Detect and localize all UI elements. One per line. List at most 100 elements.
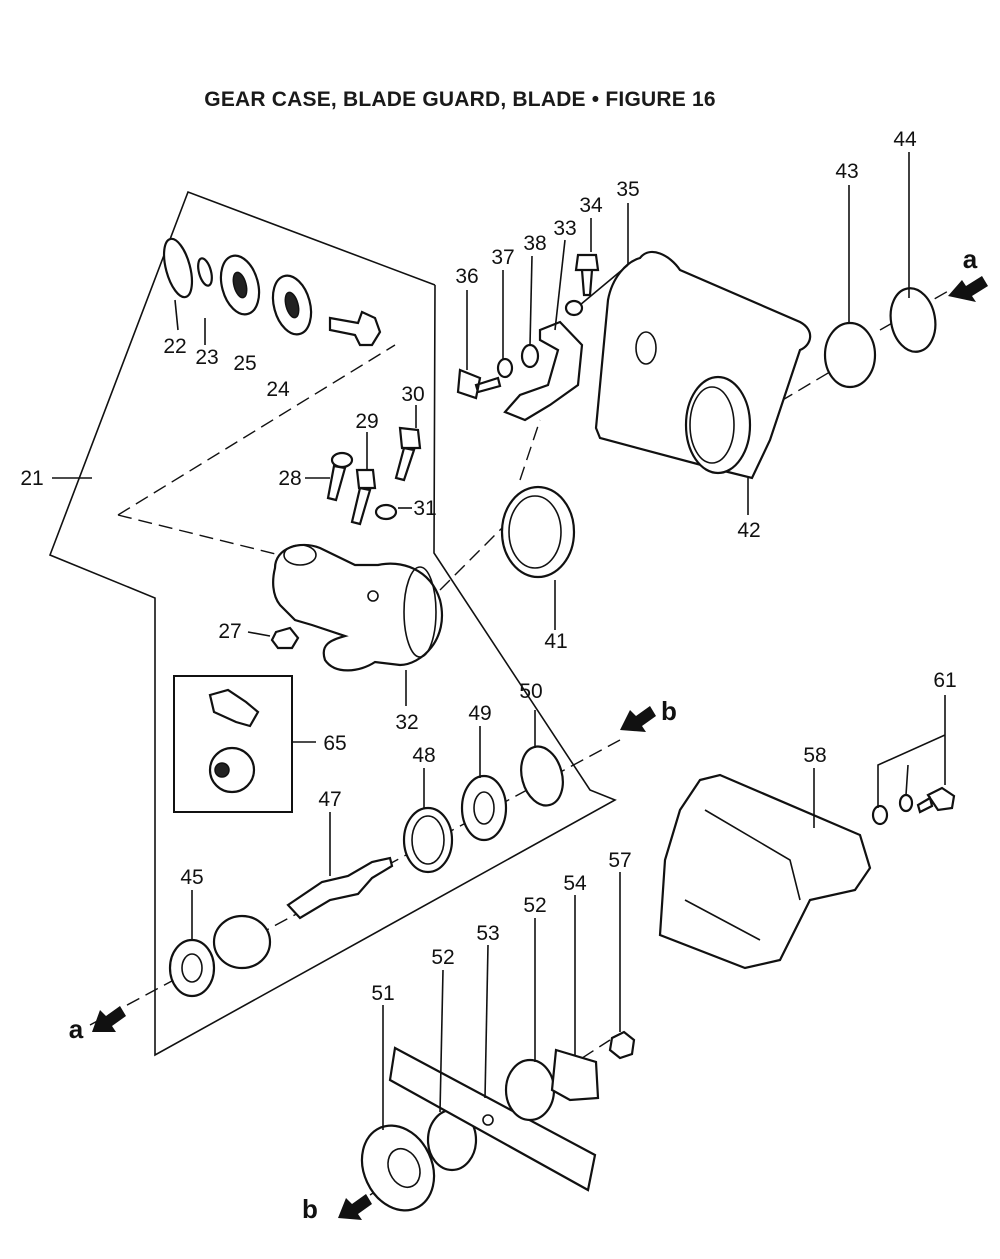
part-61-bolt — [916, 786, 956, 814]
label-32: 32 — [395, 711, 418, 734]
part-51-holder — [360, 1124, 436, 1212]
label-41: 41 — [544, 630, 567, 653]
leader-61 — [877, 695, 946, 808]
label-23: 23 — [195, 346, 218, 369]
part-38-washer — [520, 343, 540, 369]
part-43-o-ring — [823, 321, 877, 389]
part-31-washer — [374, 503, 398, 521]
label-31: 31 — [413, 497, 436, 520]
arrow-b-bottom-icon — [338, 1194, 372, 1220]
part-48-seal-inner — [411, 815, 445, 865]
ref-b-mid: b — [661, 696, 677, 726]
part-22-snap-ring — [162, 237, 194, 299]
part-41-seal-ring — [500, 485, 576, 579]
ref-a-bottom: a — [69, 1014, 84, 1044]
label-44: 44 — [893, 128, 917, 151]
part-54-cover — [550, 1048, 600, 1102]
label-27: 27 — [218, 620, 241, 643]
part-47-shaft — [286, 856, 394, 920]
part-23-washer — [197, 257, 213, 287]
label-52-lower: 52 — [431, 946, 454, 969]
part-57-nut — [608, 1030, 636, 1060]
part-45-bearing-inner — [181, 953, 203, 983]
label-58: 58 — [803, 744, 826, 767]
label-51: 51 — [371, 982, 394, 1005]
guard-58-rib — [684, 809, 801, 941]
label-47: 47 — [318, 788, 341, 811]
part-42-blade-guard — [594, 251, 812, 480]
part-51-holder-inner — [387, 1147, 421, 1189]
gear-case-boss — [283, 544, 317, 566]
ref-b-bottom: b — [302, 1194, 318, 1224]
part-61-lockwasher — [898, 793, 914, 813]
part-24-bearing-inner — [284, 291, 300, 319]
label-33: 33 — [553, 217, 576, 240]
label-50: 50 — [519, 680, 542, 703]
part-36-wing-bolt — [456, 368, 502, 400]
bevel-gear — [212, 914, 272, 970]
label-61: 61 — [933, 669, 956, 692]
pinion-gear — [328, 310, 382, 347]
part-35-washer — [564, 299, 584, 317]
part-58-lower-guard — [658, 773, 872, 970]
label-25: 25 — [233, 352, 256, 375]
label-48: 48 — [412, 744, 435, 767]
axis-line-guard — [439, 419, 541, 591]
axis-line-main — [117, 514, 301, 561]
part-45-bearing — [168, 938, 216, 998]
kit-gear — [208, 746, 256, 794]
part-33-bracket — [503, 320, 584, 422]
assembly-21-outline — [48, 190, 617, 1057]
leader-lines — [174, 152, 910, 1130]
guard-bore-outer — [684, 375, 752, 475]
part-49-bearing — [460, 774, 508, 842]
label-28: 28 — [278, 467, 301, 490]
label-38: 38 — [523, 232, 546, 255]
guard-boss — [635, 331, 657, 365]
arrow-a-bottom-icon — [92, 1006, 126, 1032]
part-50-circlip — [520, 745, 564, 807]
kit-pinion — [208, 688, 260, 728]
part-28-bolt — [326, 451, 354, 502]
label-37: 37 — [491, 246, 514, 269]
blade-hole — [482, 1114, 494, 1126]
label-49: 49 — [468, 702, 491, 725]
part-25-bearing-inner — [232, 271, 248, 299]
figure-title: GEAR CASE, BLADE GUARD, BLADE • FIGURE 1… — [204, 88, 716, 111]
arrow-a-top-icon — [948, 276, 988, 302]
label-52-upper: 52 — [523, 894, 546, 917]
part-29-bolt — [350, 468, 377, 526]
guard-bore-inner — [689, 386, 735, 464]
part-61-washer — [871, 804, 889, 826]
gear-case-hole — [367, 590, 379, 602]
label-57: 57 — [608, 849, 631, 872]
label-21: 21 — [20, 467, 43, 490]
part-49-bearing-inner — [473, 791, 495, 825]
label-35: 35 — [616, 178, 639, 201]
label-34: 34 — [579, 194, 603, 217]
arrow-b-mid-icon — [620, 706, 656, 732]
part-52-washer-upper — [504, 1058, 556, 1122]
label-54: 54 — [563, 872, 587, 895]
leader-27 — [247, 631, 271, 637]
label-22: 22 — [163, 335, 186, 358]
part-32-gear-case — [272, 543, 443, 672]
axis-line-22-24 — [117, 344, 396, 516]
ref-a-top: a — [963, 244, 978, 274]
part-37-washer — [496, 357, 514, 379]
part-30-bolt — [394, 426, 422, 482]
gear-case-bore — [403, 566, 437, 658]
kit-gear-hub — [214, 762, 230, 778]
label-65: 65 — [323, 732, 346, 755]
part-41-seal-ring-inner — [508, 495, 562, 569]
label-29: 29 — [355, 410, 378, 433]
part-27-nut — [270, 626, 300, 650]
label-24: 24 — [266, 378, 290, 401]
label-42: 42 — [737, 519, 760, 542]
label-43: 43 — [835, 160, 858, 183]
part-34-bolt — [574, 253, 600, 297]
label-36: 36 — [455, 265, 478, 288]
label-30: 30 — [401, 383, 424, 406]
label-53: 53 — [476, 922, 499, 945]
